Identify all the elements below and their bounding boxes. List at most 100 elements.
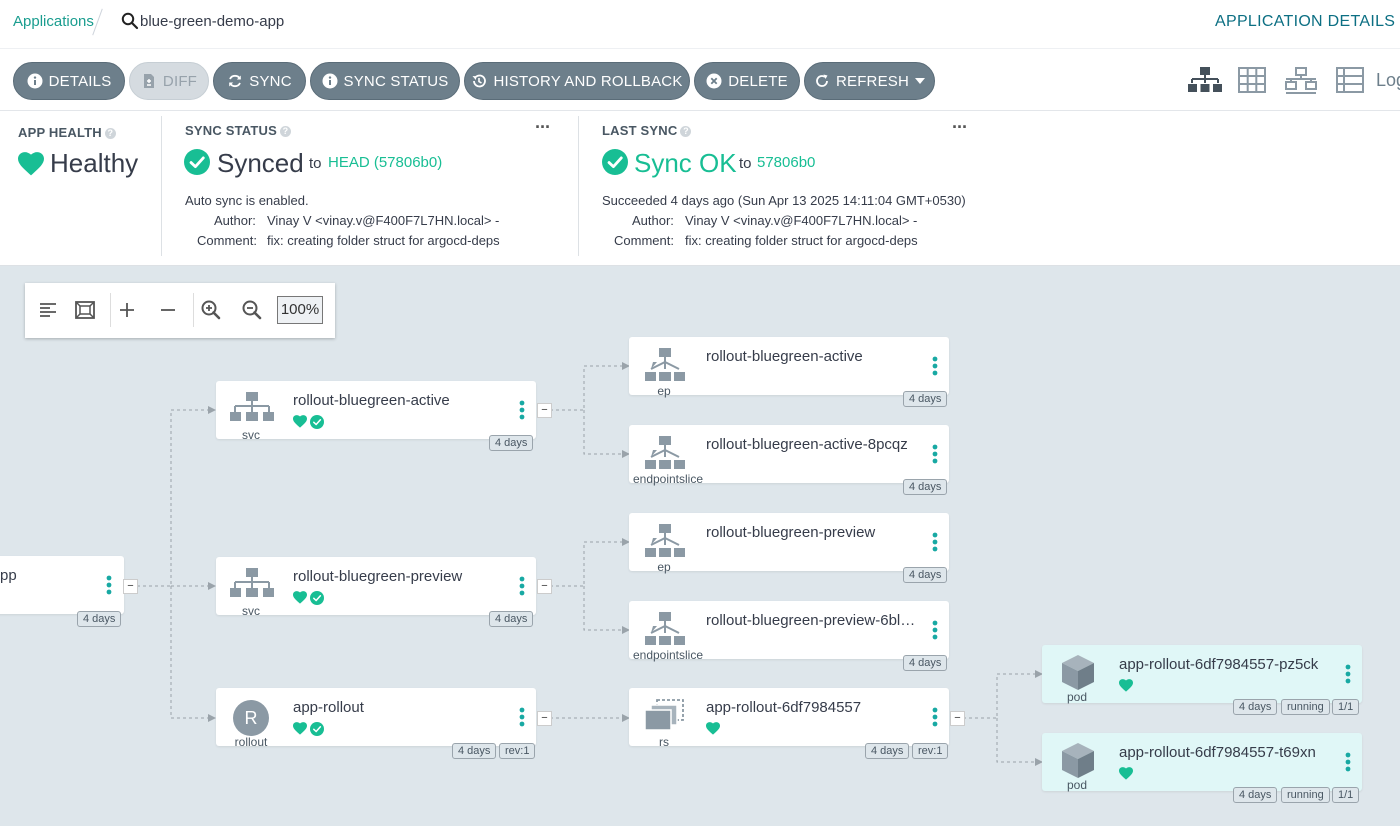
sync-status-button[interactable]: SYNC STATUS [310,62,460,100]
last-sync-author-label: Author: [632,213,674,228]
sync-status-value: Synced [217,148,304,178]
resource-tree-graph[interactable]: 100% pp − 4 days svc rollout-bluegreen-a… [0,266,1400,826]
node-name: rollout-bluegreen-active [293,392,450,409]
node-status-tag: running [1281,699,1330,715]
node-menu-icon[interactable] [106,575,112,595]
node-endpoints-preview[interactable]: ep rollout-bluegreen-preview [629,513,949,574]
node-menu-icon[interactable] [1345,664,1351,684]
node-name: rollout-bluegreen-preview [293,568,463,585]
sync-author-label: Author: [214,213,256,228]
diff-label: DIFF [162,72,198,90]
last-sync-to-text: to [739,155,752,172]
node-kind: svc [242,428,260,442]
expand-all-icon[interactable] [114,297,140,323]
sync-comment-value: fix: creating folder struct for argocd-d… [267,233,500,248]
collapse-all-icon[interactable] [155,297,181,323]
node-application[interactable]: pp [0,556,124,614]
help-icon[interactable]: ? [680,126,692,137]
refresh-button[interactable]: REFRESH [804,62,935,100]
node-collapse-toggle[interactable]: − [537,403,552,418]
delete-button[interactable]: DELETE [694,62,800,100]
node-pod[interactable]: pod app-rollout-6df7984557-t69xn [1042,733,1362,792]
breadcrumb-current-app[interactable]: blue-green-demo-app [140,13,285,30]
list-view-icon[interactable] [1336,67,1364,93]
refresh-icon [816,74,828,87]
node-collapse-toggle[interactable]: − [537,579,552,594]
sync-button[interactable]: SYNC [213,62,306,100]
node-menu-icon[interactable] [932,620,938,640]
align-left-icon[interactable] [35,297,61,323]
zoom-in-icon[interactable] [198,297,224,323]
last-sync-comment-label: Comment: [614,233,674,248]
node-name: rollout-bluegreen-preview [706,524,876,541]
node-age-tag: 4 days [903,479,948,495]
synced-check-icon [310,415,324,429]
pods-grid-view-icon[interactable] [1238,67,1266,93]
node-kind: pod [1066,778,1088,792]
breadcrumb-applications[interactable]: Applications [13,13,94,30]
node-name: rollout-bluegreen-preview-6bl… [706,612,916,629]
sync-status-more-icon[interactable]: ··· [535,117,551,137]
history-rollback-label: HISTORY AND ROLLBACK [493,72,683,90]
node-menu-icon[interactable] [932,707,938,727]
toolbar-divider [193,293,194,327]
rollout-icon: R [233,700,269,736]
node-pod[interactable]: pod app-rollout-6df7984557-pz5ck [1042,645,1362,704]
application-summary: APP HEALTH? Healthy SYNC STATUS? ··· Syn… [0,111,1400,266]
caret-down-icon [915,78,926,84]
replicaset-icon [643,698,687,734]
endpointslice-icon [643,435,687,471]
action-toolbar: DETAILS DIFF SYNC SYNC STATUS HISTORY AN… [0,52,1400,111]
node-kind: svc [242,604,260,618]
node-service-preview[interactable]: svc rollout-bluegreen-preview [216,557,536,618]
node-menu-icon[interactable] [1345,752,1351,772]
node-menu-icon[interactable] [519,707,525,727]
node-menu-icon[interactable] [519,576,525,596]
info-icon [322,73,337,89]
node-endpointslice-preview[interactable]: endpointslice rollout-bluegreen-preview-… [629,601,949,662]
pod-icon [1056,741,1100,779]
node-menu-icon[interactable] [932,356,938,376]
node-menu-icon[interactable] [932,444,938,464]
page-title: APPLICATION DETAILS T [1215,13,1400,30]
help-icon[interactable]: ? [104,128,116,139]
endpoints-icon [643,523,687,559]
node-menu-icon[interactable] [932,532,938,552]
sync-revision-link[interactable]: HEAD (57806b0) [328,154,443,171]
last-sync-revision-link[interactable]: 57806b0 [757,154,816,171]
history-rollback-button[interactable]: HISTORY AND ROLLBACK [464,62,690,100]
node-name: app-rollout-6df7984557-t69xn [1119,744,1316,761]
search-icon[interactable] [121,12,139,30]
node-age-tag: 4 days [903,567,948,583]
node-rollout[interactable]: R rollout app-rollout [216,688,536,749]
zoom-level[interactable]: 100% [277,296,323,324]
tree-view-icon[interactable] [1188,67,1222,95]
node-collapse-toggle[interactable]: − [537,711,552,726]
details-button[interactable]: DETAILS [13,62,125,100]
node-status-tag: running [1281,787,1330,803]
node-collapse-toggle[interactable]: − [123,579,138,594]
diff-button[interactable]: DIFF [129,62,209,100]
service-icon [230,391,274,427]
app-health-value: Healthy [50,148,139,178]
zoom-out-icon[interactable] [239,297,265,323]
node-menu-icon[interactable] [519,400,525,420]
last-sync-author-value: Vinay V <vinay.v@F400F7L7HN.local> - [685,213,918,228]
delete-label: DELETE [728,72,788,90]
node-name: rollout-bluegreen-active-8pcqz [706,436,908,453]
health-heart-icon [1119,767,1133,780]
node-collapse-toggle[interactable]: − [950,711,965,726]
node-age-tag: 4 days [77,611,122,627]
node-replicaset[interactable]: rs app-rollout-6df7984557 [629,688,949,749]
history-icon [472,74,487,88]
network-view-icon[interactable] [1284,67,1318,95]
node-age-tag: 4 days [865,743,910,759]
health-heart-icon [18,152,44,176]
logs-tab-label[interactable]: Log [1376,70,1400,90]
fit-screen-icon[interactable] [72,297,98,323]
node-service-active[interactable]: svc rollout-bluegreen-active [216,381,536,442]
help-icon[interactable]: ? [280,126,292,137]
node-endpointslice-active[interactable]: endpointslice rollout-bluegreen-active-8… [629,425,949,486]
node-endpoints-active[interactable]: ep rollout-bluegreen-active [629,337,949,398]
last-sync-more-icon[interactable]: ··· [952,117,968,137]
